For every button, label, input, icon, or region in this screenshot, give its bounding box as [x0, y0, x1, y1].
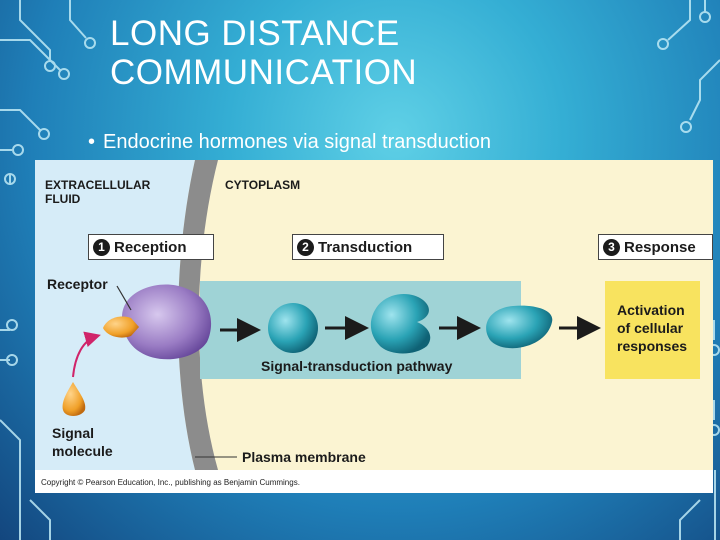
- slide-title: LONG DISTANCE COMMUNICATION: [110, 14, 670, 92]
- receptor-pointer: [116, 285, 132, 311]
- relay-protein-3: [486, 305, 553, 349]
- bullet-text: Endocrine hormones via signal transducti…: [103, 131, 492, 153]
- extracellular-label-line-2: FLUID: [45, 192, 81, 206]
- step-number-1: 1: [93, 238, 110, 256]
- extracellular-label: EXTRACELLULAR FLUID: [45, 178, 150, 206]
- signal-molecule: [62, 382, 86, 416]
- plasma-membrane-label: Plasma membrane: [242, 449, 366, 465]
- receptor-label: Receptor: [47, 276, 108, 292]
- title-line-1: LONG DISTANCE: [110, 14, 400, 53]
- binding-arrow: [72, 331, 101, 378]
- copyright-text: Copyright © Pearson Education, Inc., pub…: [41, 478, 300, 487]
- activation-line-2: of cellular: [617, 320, 684, 336]
- relay-protein-2: [370, 294, 431, 354]
- receptor-protein: [122, 284, 212, 360]
- activation-line-1: Activation: [617, 302, 685, 318]
- relay-protein-1: [268, 303, 318, 353]
- bound-signal-molecule: [103, 316, 139, 338]
- step-reception: 1 Reception: [88, 234, 214, 260]
- bullet-item: • Endocrine hormones via signal transduct…: [88, 131, 491, 154]
- step-number-3: 3: [603, 238, 620, 256]
- step-label-transduction: Transduction: [318, 238, 413, 256]
- signal-label-line-1: Signal: [52, 425, 95, 441]
- extracellular-label-line-1: EXTRACELLULAR: [45, 178, 151, 192]
- step-transduction: 2 Transduction: [292, 234, 444, 260]
- activation-label: Activation of cellular responses: [617, 301, 687, 355]
- title-line-2: COMMUNICATION: [110, 53, 418, 92]
- pathway-label: Signal-transduction pathway: [261, 358, 453, 374]
- step-label-response: Response: [624, 238, 696, 256]
- response-box: [605, 281, 700, 379]
- cytoplasm-label: CYTOPLASM: [225, 178, 301, 192]
- figure-graphics: [35, 160, 713, 470]
- bullet-dot-icon: •: [88, 131, 96, 153]
- signal-transduction-figure: EXTRACELLULAR FLUID CYTOPLASM 1 Receptio…: [35, 160, 713, 493]
- signal-molecule-label: Signal molecule: [52, 424, 113, 460]
- step-response: 3 Response: [598, 234, 713, 260]
- step-label-reception: Reception: [114, 238, 187, 256]
- activation-line-3: responses: [617, 338, 688, 354]
- step-number-2: 2: [297, 238, 314, 256]
- signal-label-line-2: molecule: [52, 443, 113, 459]
